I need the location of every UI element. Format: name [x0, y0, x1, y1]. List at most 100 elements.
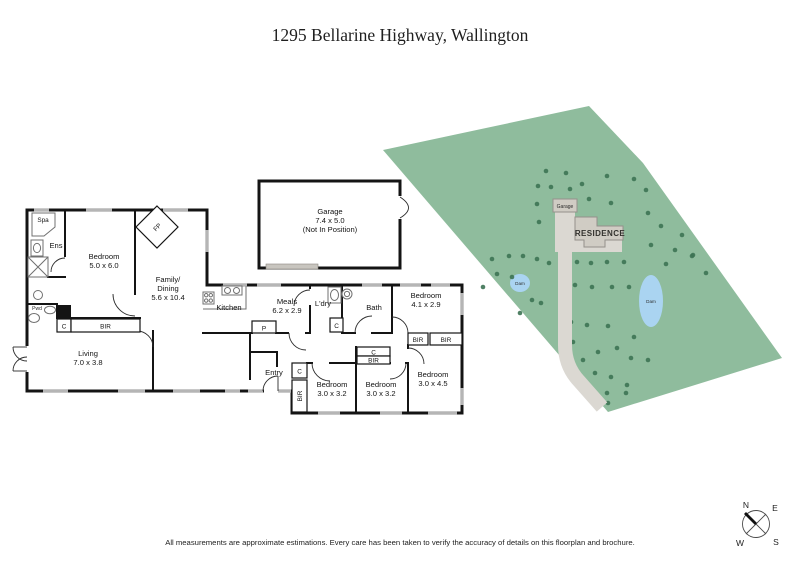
label-entry: Entry [265, 368, 283, 377]
tag-bir-2: BIR [413, 337, 424, 344]
tree-dot [480, 284, 486, 290]
disclaimer: All measurements are approximate estimat… [165, 538, 635, 547]
tree-dot [580, 357, 586, 363]
tree-dot [567, 186, 573, 192]
tree-dot [645, 357, 651, 363]
tree-dot [520, 253, 526, 259]
garage-footprint [257, 179, 402, 270]
floorplan-walls [26, 209, 409, 414]
tree-dot [592, 370, 598, 376]
tree-dot [517, 310, 523, 316]
pedestal-basin [33, 290, 43, 300]
tag-c-1: C [62, 324, 67, 331]
windows [34, 208, 464, 415]
tree-dot [604, 390, 610, 396]
dam-label-small: Dam [515, 281, 525, 286]
tree-dot [584, 322, 590, 328]
tree-dot [536, 219, 542, 225]
dam-water [639, 275, 663, 327]
tag-bir-3: BIR [441, 337, 452, 344]
compass-e: E [772, 503, 778, 513]
residence-building [574, 216, 624, 248]
tree-dot [658, 223, 664, 229]
label-ens: Ens [49, 241, 62, 250]
spa-tub [31, 212, 56, 237]
compass-w: W [736, 538, 744, 548]
tree-dot [534, 256, 540, 262]
compass-n: N [743, 500, 749, 510]
tree-dot [648, 242, 654, 248]
tree-dot [543, 168, 549, 174]
tree-dot [614, 345, 620, 351]
tree-dot [538, 300, 544, 306]
tag-c-hall: C [371, 350, 376, 357]
tree-dot [624, 382, 630, 388]
tree-dot [494, 271, 500, 277]
tag-bir-vertical: BIR [297, 390, 304, 401]
tree-dot [621, 259, 627, 265]
tree-dot [645, 210, 651, 216]
door-gaps [24, 196, 403, 394]
tree-dot [631, 176, 637, 182]
tag-fp: FP [152, 222, 163, 233]
site-land [383, 106, 782, 412]
tree-dot [672, 247, 678, 253]
tree-dot [595, 349, 601, 355]
site-structures: Garage RESIDENCE Dam Dam [515, 198, 656, 412]
tree-dot [586, 196, 592, 202]
garage-door [265, 263, 319, 270]
tree-dot [703, 270, 709, 276]
site-plan: Garage RESIDENCE Dam Dam [383, 106, 782, 412]
cooktop [202, 291, 215, 305]
tree-dot [604, 173, 610, 179]
sink [221, 285, 243, 296]
dam-water [510, 274, 530, 292]
tag-labels: C BIR P C C BIR C BIR BIR BIR FP [62, 222, 452, 401]
tree-dot [608, 200, 614, 206]
tree-dot [608, 374, 614, 380]
label-pwd: Pwd [32, 306, 42, 312]
tree-dot [579, 181, 585, 187]
tag-c-entry: C [297, 369, 302, 376]
tree-dot [609, 284, 615, 290]
compass-s: S [773, 537, 779, 547]
compass-circle [742, 510, 770, 538]
tree-dot [679, 232, 685, 238]
tree-dot [605, 400, 611, 406]
label-kitchen: Kitchen [216, 303, 241, 312]
tree-dot [604, 259, 610, 265]
tree-dot [548, 184, 554, 190]
dam-label-large: Dam [646, 299, 656, 304]
tree-dot [529, 297, 535, 303]
page-title: 1295 Bellarine Highway, Wallington [272, 25, 529, 45]
toilet [28, 313, 40, 323]
site-garage-building [552, 198, 578, 213]
tree-dot [689, 253, 695, 259]
tree-dot [588, 260, 594, 266]
tree-dot [626, 284, 632, 290]
compass: N E S W [736, 500, 779, 548]
tree-dot [506, 253, 512, 259]
tree-dot [563, 170, 569, 176]
tree-dot [546, 260, 552, 266]
tag-bir-1: BIR [100, 324, 111, 331]
tree-dot [489, 256, 495, 262]
compass-needle [744, 512, 757, 525]
site-garage-label: Garage [557, 204, 574, 210]
label-spa: Spa [37, 217, 49, 224]
tree-dot [623, 390, 629, 396]
tree-dot [589, 284, 595, 290]
tree-dot [628, 355, 634, 361]
site-residence-label: RESIDENCE [575, 229, 626, 238]
flue [57, 305, 71, 319]
tree-dot [509, 274, 515, 280]
tree-dot [631, 334, 637, 340]
